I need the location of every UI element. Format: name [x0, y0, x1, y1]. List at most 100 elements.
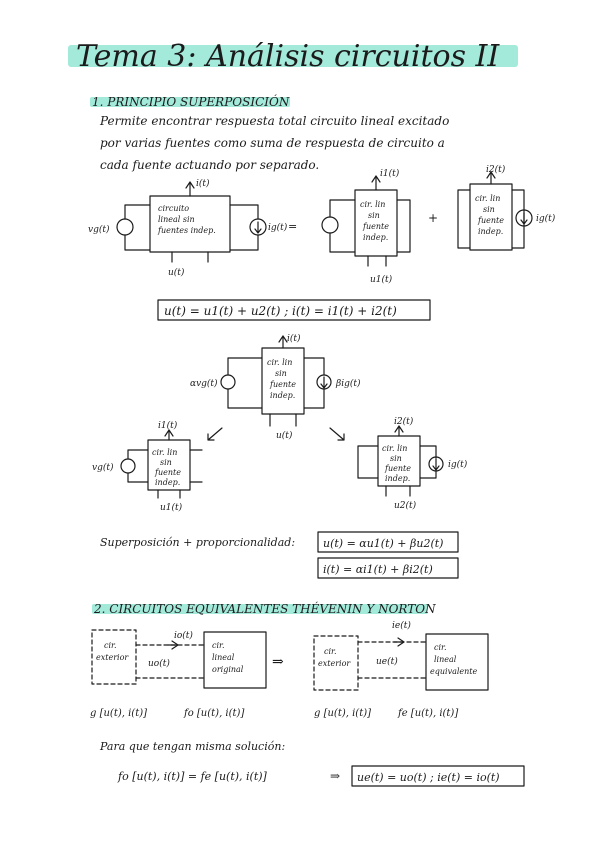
box-text: lineal	[212, 653, 235, 662]
section1-highlight	[90, 97, 290, 107]
box-text: cir.	[104, 641, 117, 650]
plus-sign: +	[428, 211, 438, 225]
u-label: u(t)	[276, 430, 293, 441]
box-text: fuente	[269, 380, 296, 389]
u1-label: u1(t)	[160, 502, 183, 513]
i2-label: i2(t)	[486, 164, 506, 175]
formula1: u(t) = u1(t) + u2(t) ; i(t) = i1(t) + i2…	[164, 304, 397, 318]
equivalent-circuit-box	[425, 633, 489, 691]
io-label: io(t)	[174, 630, 193, 641]
box-text: indep.	[363, 233, 388, 242]
box-text: fuente	[154, 468, 181, 477]
box-text: indep.	[385, 474, 410, 483]
section2-heading: 2. CIRCUITOS EQUIVALENTES THÉVENIN Y NOR…	[93, 601, 436, 616]
thevenin-diagram-original: cir. exterior io(t) uo(t) cir. lineal or…	[90, 629, 267, 719]
ue-label: ue(t)	[376, 656, 398, 667]
page-title: Tema 3: Análisis circuitos II	[76, 39, 500, 74]
section2-highlight	[92, 604, 428, 614]
proportionality-label: Superposición + proporcionalidad:	[100, 536, 295, 549]
formula2b-box	[317, 557, 459, 579]
box-text: lineal sin	[158, 215, 195, 224]
voltage-source-icon	[116, 218, 134, 236]
g-function: g [u(t), i(t)]	[314, 708, 371, 719]
u1-label: u1(t)	[370, 274, 393, 285]
exterior-box	[313, 635, 359, 691]
formula2a: u(t) = αu1(t) + βu2(t)	[323, 537, 443, 550]
superposition-diagram-1: vg(t) circuito lineal sin fuentes indep.…	[88, 164, 556, 285]
box-text: sin	[483, 205, 495, 214]
fe-function: fe [u(t), i(t)]	[397, 708, 458, 719]
final-equation-right: ue(t) = uo(t) ; ie(t) = io(t)	[357, 771, 500, 784]
current-source-icon	[428, 456, 444, 472]
i1-label: i1(t)	[158, 420, 178, 431]
box-text: equivalente	[430, 667, 478, 676]
vg-label: vg(t)	[92, 462, 114, 473]
current-source-icon	[316, 374, 332, 390]
box-text: cir. lin	[267, 358, 292, 367]
formula1-box	[157, 299, 431, 321]
box-text: fuente	[384, 464, 411, 473]
original-circuit-box	[203, 631, 267, 689]
formula2a-box	[317, 531, 459, 553]
box-text: cir. lin	[475, 194, 500, 203]
box-text: exterior	[96, 653, 129, 662]
i1-label: i1(t)	[380, 168, 400, 179]
box-text: fuente	[362, 222, 389, 231]
ig-label: ig(t)	[536, 213, 556, 224]
box-text: indep.	[478, 227, 503, 236]
box-text: sin	[368, 211, 380, 220]
current-source-icon	[249, 218, 267, 236]
implies-arrow-icon: ⇒	[330, 769, 340, 783]
implies-arrow-icon: ⇒	[272, 654, 284, 670]
beta-ig-label: βig(t)	[335, 378, 361, 389]
arrow-down-right-icon	[329, 427, 345, 441]
box-text: sin	[275, 369, 287, 378]
section1-text-line: Permite encontrar respuesta total circui…	[99, 114, 449, 128]
box-text: lineal	[434, 655, 457, 664]
u2-label: u2(t)	[394, 500, 417, 511]
box-text: cir.	[212, 641, 225, 650]
i-label: i(t)	[287, 333, 301, 344]
box-text: cir. lin	[152, 448, 177, 457]
final-equation-left: fo [u(t), i(t)] = fe [u(t), i(t)]	[117, 770, 268, 783]
box-text: cir.	[324, 647, 337, 656]
section1-heading: 1. PRINCIPIO SUPERPOSICIÓN	[92, 93, 290, 109]
condition-text: Para que tengan misma solución:	[99, 740, 285, 753]
box-text: fuentes indep.	[157, 226, 216, 235]
i2-label: i2(t)	[394, 416, 414, 427]
equals-sign: =	[288, 220, 297, 233]
section1-text-line: por varias fuentes como suma de respuest…	[100, 136, 445, 150]
section1-text-line: cada fuente actuando por separado.	[100, 158, 319, 172]
superposition-diagram-2: αvg(t) cir. lin sin fuente indep. βig(t)…	[92, 333, 468, 513]
formula2b: i(t) = αi1(t) + βi2(t)	[323, 563, 433, 576]
current-source-icon	[515, 209, 533, 227]
voltage-source-icon	[220, 374, 236, 390]
g-function: g [u(t), i(t)]	[90, 708, 147, 719]
arrow-down-left-icon	[207, 427, 223, 441]
uo-label: uo(t)	[148, 658, 170, 669]
title-highlight	[68, 45, 518, 67]
ie-label: ie(t)	[392, 620, 411, 631]
box-text: cir. lin	[382, 444, 407, 453]
alpha-vg-label: αvg(t)	[190, 378, 218, 389]
box-text: cir. lin	[360, 200, 385, 209]
box-text: sin	[390, 454, 402, 463]
vg-label: vg(t)	[88, 224, 110, 235]
voltage-source-icon	[321, 216, 339, 234]
box-text: fuente	[477, 216, 504, 225]
box-text: original	[212, 665, 244, 674]
box-text: exterior	[318, 659, 351, 668]
ig-label: ig(t)	[268, 222, 288, 233]
box-text: indep.	[270, 391, 295, 400]
final-result-box	[351, 765, 525, 787]
exterior-box	[91, 629, 137, 685]
voltage-source-icon	[120, 458, 136, 474]
box-text: circuito	[158, 204, 189, 213]
box-text: cir.	[434, 643, 447, 652]
box-text: sin	[160, 458, 172, 467]
box-text: indep.	[155, 478, 180, 487]
ig-label: ig(t)	[448, 459, 468, 470]
u-label: u(t)	[168, 267, 185, 278]
fo-function: fo [u(t), i(t)]	[183, 708, 244, 719]
